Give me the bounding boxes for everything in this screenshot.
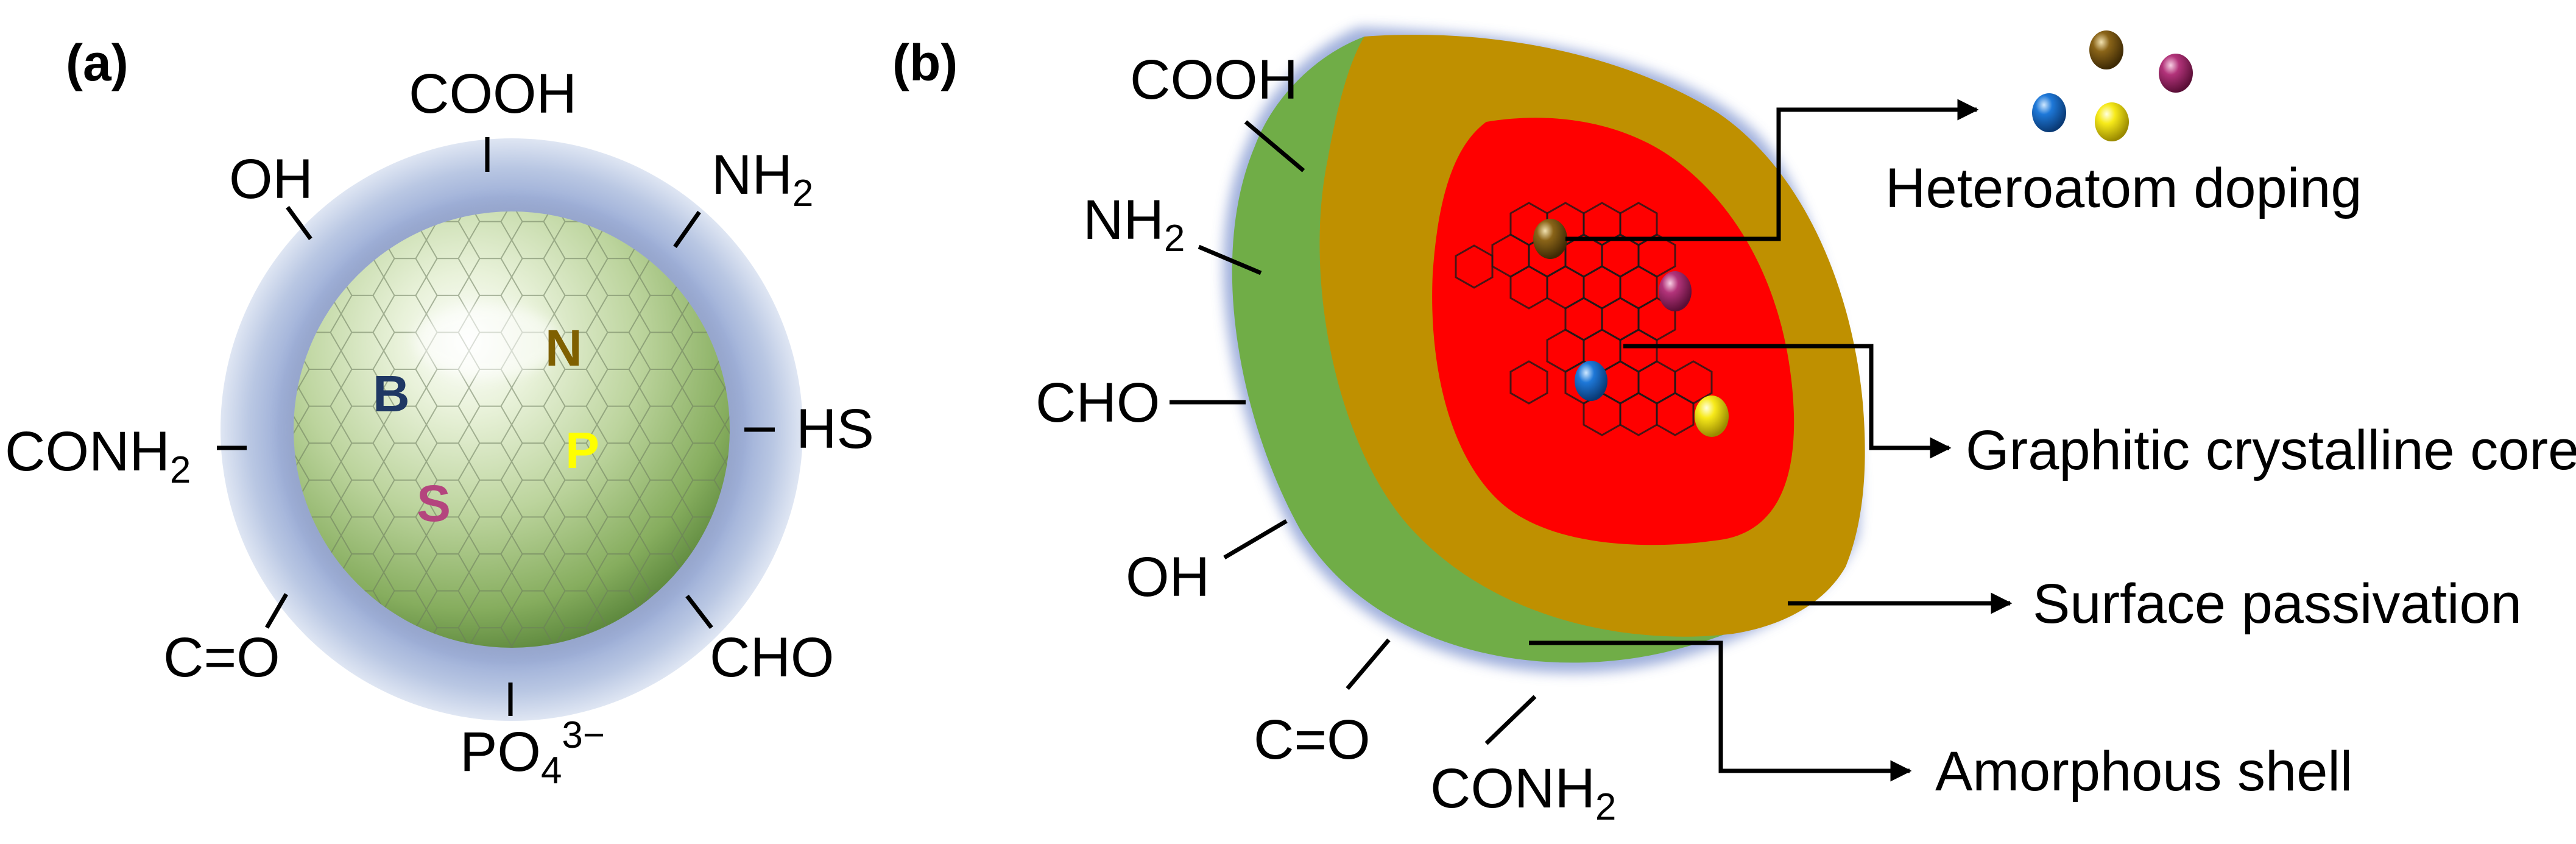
dopant-ball-magenta (1659, 271, 1692, 311)
tick-cho (685, 594, 713, 629)
label-cooh: COOH (409, 63, 577, 125)
tick-nh2 (673, 210, 701, 249)
label-nh2: NH2 (711, 144, 813, 215)
dopant-b: B (373, 365, 410, 422)
callout-shell: Amorphous shell (1935, 740, 2352, 803)
callout-doping: Heteroatom doping (1885, 157, 2362, 219)
b-label-conh2: CONH2 (1430, 757, 1616, 828)
dopant-ball-blue (1575, 361, 1607, 401)
tick-b-co (1346, 638, 1391, 690)
callout-passivation: Surface passivation (2033, 573, 2522, 635)
panel-a-label: (a) (66, 34, 129, 91)
legend-ball-yellow (2095, 102, 2129, 141)
tick-oh (286, 205, 312, 241)
graphene-molecule (1455, 202, 1713, 436)
dopant-ball-brown (1533, 219, 1567, 259)
dopant-s: S (417, 475, 451, 532)
label-hs: HS (796, 398, 874, 460)
b-label-oh: OH (1126, 546, 1210, 608)
label-oh: OH (229, 148, 313, 210)
tick-b-cooh (1244, 120, 1305, 172)
b-label-nh2: NH2 (1083, 189, 1185, 260)
legend-ball-magenta (2159, 54, 2193, 93)
sphere-highlight (414, 305, 560, 378)
tick-co (264, 593, 289, 629)
arrow-doping (1565, 99, 1979, 241)
legend-ball-blue (2032, 93, 2066, 132)
arrow-shell (1529, 640, 1912, 782)
label-cho: CHO (710, 626, 834, 689)
panel-b: (b) (892, 27, 2576, 828)
arrow-core (1623, 344, 1952, 459)
dopant-ball-yellow (1695, 395, 1729, 437)
label-po4: PO43− (460, 714, 605, 792)
b-label-cooh: COOH (1130, 49, 1298, 111)
tick-b-oh (1223, 519, 1288, 560)
tick-b-nh2 (1198, 244, 1262, 275)
label-conh2: CONH2 (5, 420, 191, 491)
callout-core: Graphitic crystalline core (1966, 419, 2576, 481)
tick-b-conh2 (1484, 695, 1537, 745)
graphitic-lattice (294, 211, 730, 648)
b-label-co: C=O (1254, 709, 1371, 771)
graphitic-core (1432, 118, 1794, 545)
legend-ball-brown (2089, 30, 2123, 69)
label-co: C=O (163, 626, 280, 689)
dopant-n: N (545, 319, 582, 377)
b-label-cho: CHO (1036, 372, 1160, 434)
panel-a: (a) B N P S COOH NH2 HS CHO PO43− C=O CO… (5, 34, 874, 792)
dopant-p: P (565, 422, 599, 479)
panel-b-label: (b) (892, 34, 958, 91)
